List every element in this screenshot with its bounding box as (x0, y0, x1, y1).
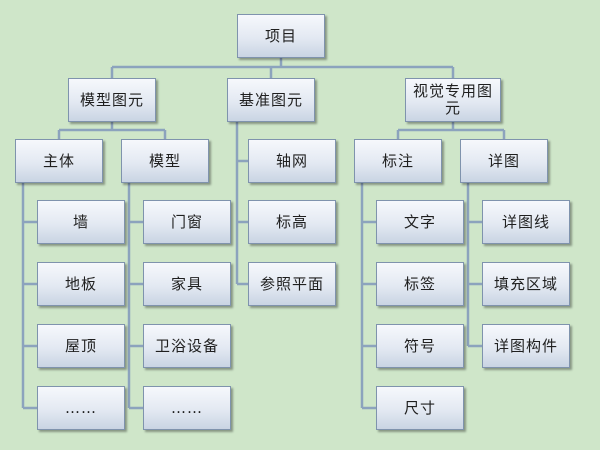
node-view-specific-elements: 视觉专用图元 (405, 78, 501, 122)
node-grid: 轴网 (248, 139, 336, 183)
node-doors-windows: 门窗 (143, 200, 231, 244)
node-level: 标高 (248, 200, 336, 244)
node-detail: 详图 (460, 139, 548, 183)
node-datum-elements: 基准图元 (227, 78, 315, 122)
node-furniture: 家具 (143, 262, 231, 306)
node-reference-plane: 参照平面 (248, 262, 336, 306)
node-model-elements: 模型图元 (68, 78, 156, 122)
node-detail-component: 详图构件 (482, 324, 570, 368)
node-tag: 标签 (376, 262, 464, 306)
node-annotation: 标注 (354, 139, 442, 183)
node-model: 模型 (121, 139, 209, 183)
node-dimension: 尺寸 (376, 386, 464, 430)
node-host-more: …… (37, 386, 125, 430)
node-filled-region: 填充区域 (482, 262, 570, 306)
node-text: 文字 (376, 200, 464, 244)
node-detail-line: 详图线 (482, 200, 570, 244)
node-model-more: …… (143, 386, 231, 430)
node-project: 项目 (237, 14, 325, 58)
node-floor: 地板 (37, 262, 125, 306)
node-roof: 屋顶 (37, 324, 125, 368)
node-wall: 墙 (37, 200, 125, 244)
node-host: 主体 (15, 139, 103, 183)
node-plumbing-fixtures: 卫浴设备 (143, 324, 231, 368)
node-symbol: 符号 (376, 324, 464, 368)
